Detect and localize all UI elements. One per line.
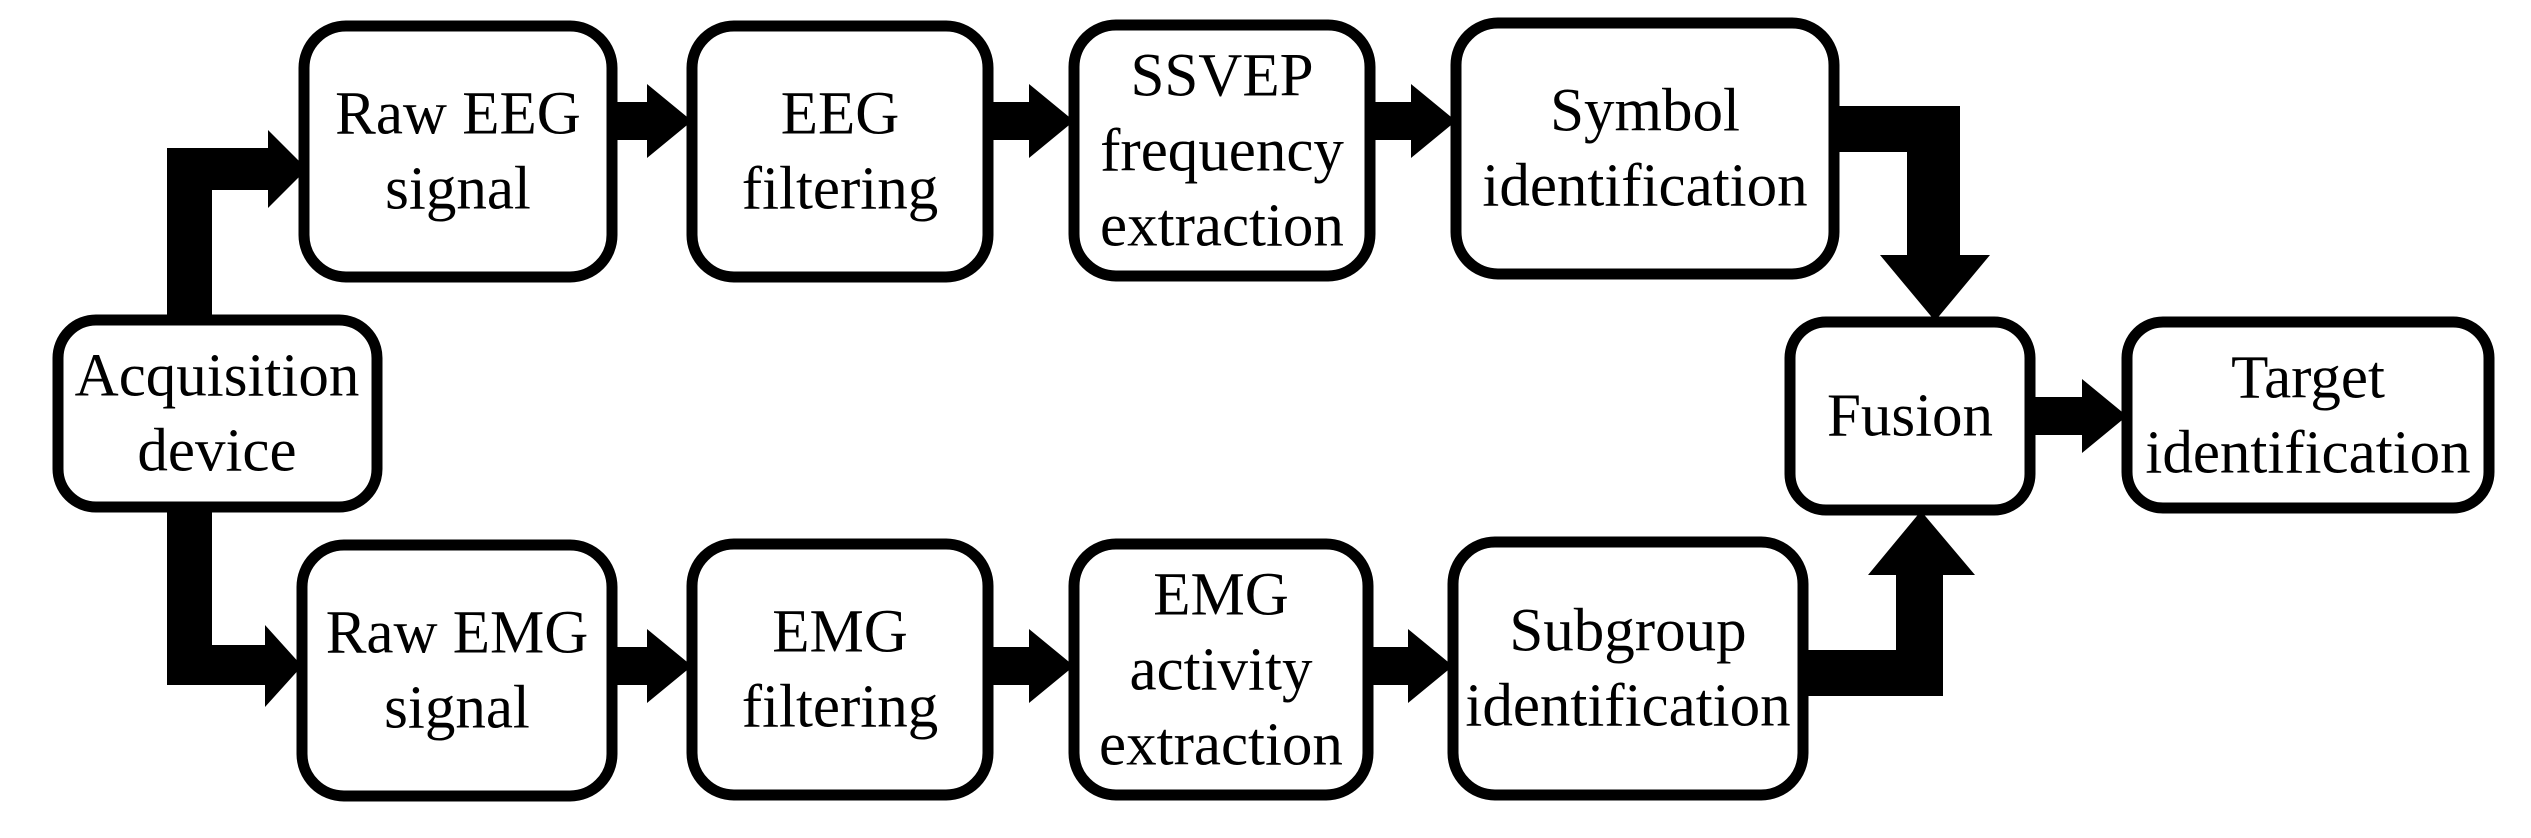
node-raw-emg-signal-label: signal — [384, 675, 530, 742]
node-acquisition-device-label: Acquisition — [75, 343, 360, 410]
node-fusion-label: Fusion — [1827, 383, 1993, 450]
node-raw-eeg-signal-label: signal — [385, 156, 531, 223]
node-fusion-box — [1784, 316, 2036, 516]
edge-emg-activity-to-subgroup — [1368, 629, 1453, 703]
node-emg-filtering-label: filtering — [742, 674, 939, 741]
node-target-identification-box — [2121, 316, 2495, 514]
node-raw-emg-signal-box — [296, 539, 618, 802]
edge-ssvep-to-symbol — [1370, 84, 1456, 158]
node-emg-activity-extraction-box — [1068, 538, 1374, 801]
node-subgroup-identification: Subgroup identification — [1447, 536, 1809, 801]
edge-eeg-filtering-to-ssvep — [988, 84, 1074, 158]
edge-acquisition-to-raw-emg — [167, 507, 302, 707]
node-subgroup-identification-label: identification — [1465, 673, 1790, 740]
edge-raw-eeg-to-eeg-filtering — [612, 84, 692, 158]
node-emg-activity-extraction-label: extraction — [1099, 712, 1343, 779]
node-eeg-filtering-label: EEG — [781, 81, 900, 148]
edge-fusion-to-target — [2030, 379, 2127, 453]
edge-subgroup-to-fusion — [1803, 511, 1975, 696]
node-ssvep-frequency-extraction-label: extraction — [1100, 193, 1344, 260]
node-target-identification: Target identification — [2121, 316, 2495, 514]
node-emg-filtering-label: EMG — [772, 599, 908, 666]
node-ssvep-frequency-extraction-label: frequency — [1100, 118, 1344, 185]
node-raw-eeg-signal: Raw EEG signal — [298, 20, 618, 283]
node-target-identification-label: Target — [2231, 345, 2385, 412]
node-emg-filtering: EMG filtering — [686, 538, 994, 801]
node-eeg-filtering-box — [686, 20, 994, 283]
edge-acquisition-to-raw-eeg — [167, 130, 307, 320]
node-symbol-identification-label: identification — [1482, 153, 1807, 220]
node-raw-emg-signal-label: Raw EMG — [326, 600, 589, 667]
node-subgroup-identification-box — [1447, 536, 1809, 801]
nodes-layer: Acquisition device Raw EEG signal EEG fi… — [52, 17, 2495, 802]
node-target-identification-label: identification — [2145, 420, 2470, 487]
node-ssvep-frequency-extraction: SSVEP frequency extraction — [1068, 19, 1376, 282]
edge-symbol-to-fusion — [1834, 106, 1990, 321]
node-raw-eeg-signal-box — [298, 20, 618, 283]
node-ssvep-frequency-extraction-label: SSVEP — [1130, 43, 1313, 110]
node-fusion: Fusion — [1784, 316, 2036, 516]
node-raw-emg-signal: Raw EMG signal — [296, 539, 618, 802]
node-acquisition-device-box — [52, 314, 383, 513]
node-acquisition-device: Acquisition device — [52, 314, 383, 513]
node-ssvep-frequency-extraction-box — [1068, 19, 1376, 282]
node-emg-activity-extraction-label: EMG — [1153, 562, 1289, 629]
node-eeg-filtering: EEG filtering — [686, 20, 994, 283]
node-subgroup-identification-label: Subgroup — [1509, 598, 1746, 665]
edge-emg-filtering-to-emg-activity — [988, 629, 1074, 703]
node-emg-filtering-box — [686, 538, 994, 801]
node-emg-activity-extraction: EMG activity extraction — [1068, 538, 1374, 801]
node-symbol-identification-box — [1450, 17, 1840, 280]
node-symbol-identification: Symbol identification — [1450, 17, 1840, 280]
node-emg-activity-extraction-label: activity — [1130, 637, 1313, 704]
node-raw-eeg-signal-label: Raw EEG — [335, 81, 581, 148]
edges-layer — [167, 84, 2127, 707]
edge-raw-emg-to-emg-filtering — [612, 629, 692, 703]
node-eeg-filtering-label: filtering — [742, 156, 939, 223]
node-symbol-identification-label: Symbol — [1550, 78, 1740, 145]
node-acquisition-device-label: device — [137, 418, 296, 485]
